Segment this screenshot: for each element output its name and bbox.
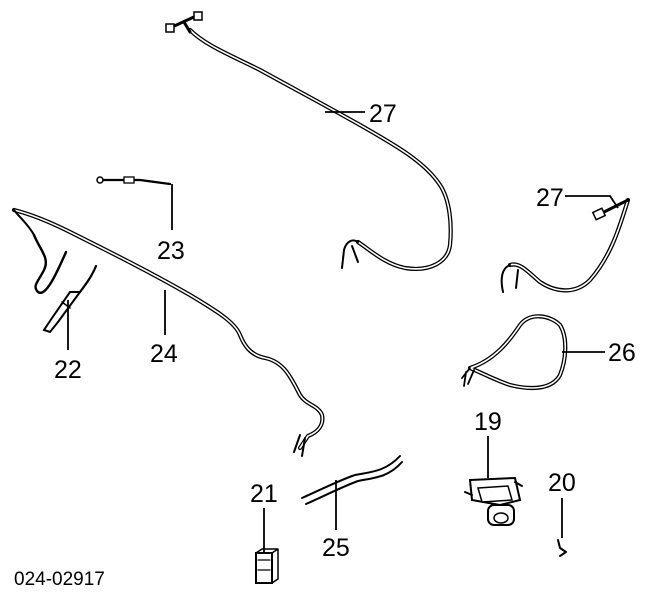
leader-lines [67, 111, 619, 552]
part-21-connector [255, 548, 279, 584]
part-26-loop-wire [461, 314, 568, 391]
callout-19: 19 [474, 408, 502, 436]
part-27-hose-right [500, 197, 631, 293]
reference-code: 024-02917 [14, 569, 105, 590]
callouts: 27 27 23 22 24 26 19 21 25 20 [54, 100, 636, 562]
callout-27-top: 27 [369, 100, 397, 128]
callout-21: 21 [250, 480, 278, 508]
part-20-clip [557, 539, 567, 557]
part-19-pump [464, 476, 523, 526]
callout-23: 23 [157, 237, 185, 265]
part-25-strip [301, 455, 403, 505]
callout-24: 24 [150, 340, 178, 368]
callout-26: 26 [608, 339, 636, 367]
callout-20: 20 [548, 469, 576, 497]
callout-27-right: 27 [536, 184, 564, 212]
part-23-rod [96, 176, 172, 186]
part-24-hose-left [11, 207, 325, 457]
part-22-sensor [42, 264, 98, 334]
callout-25: 25 [322, 534, 350, 562]
callout-22: 22 [54, 356, 82, 384]
part-27-hose-top [165, 11, 453, 271]
